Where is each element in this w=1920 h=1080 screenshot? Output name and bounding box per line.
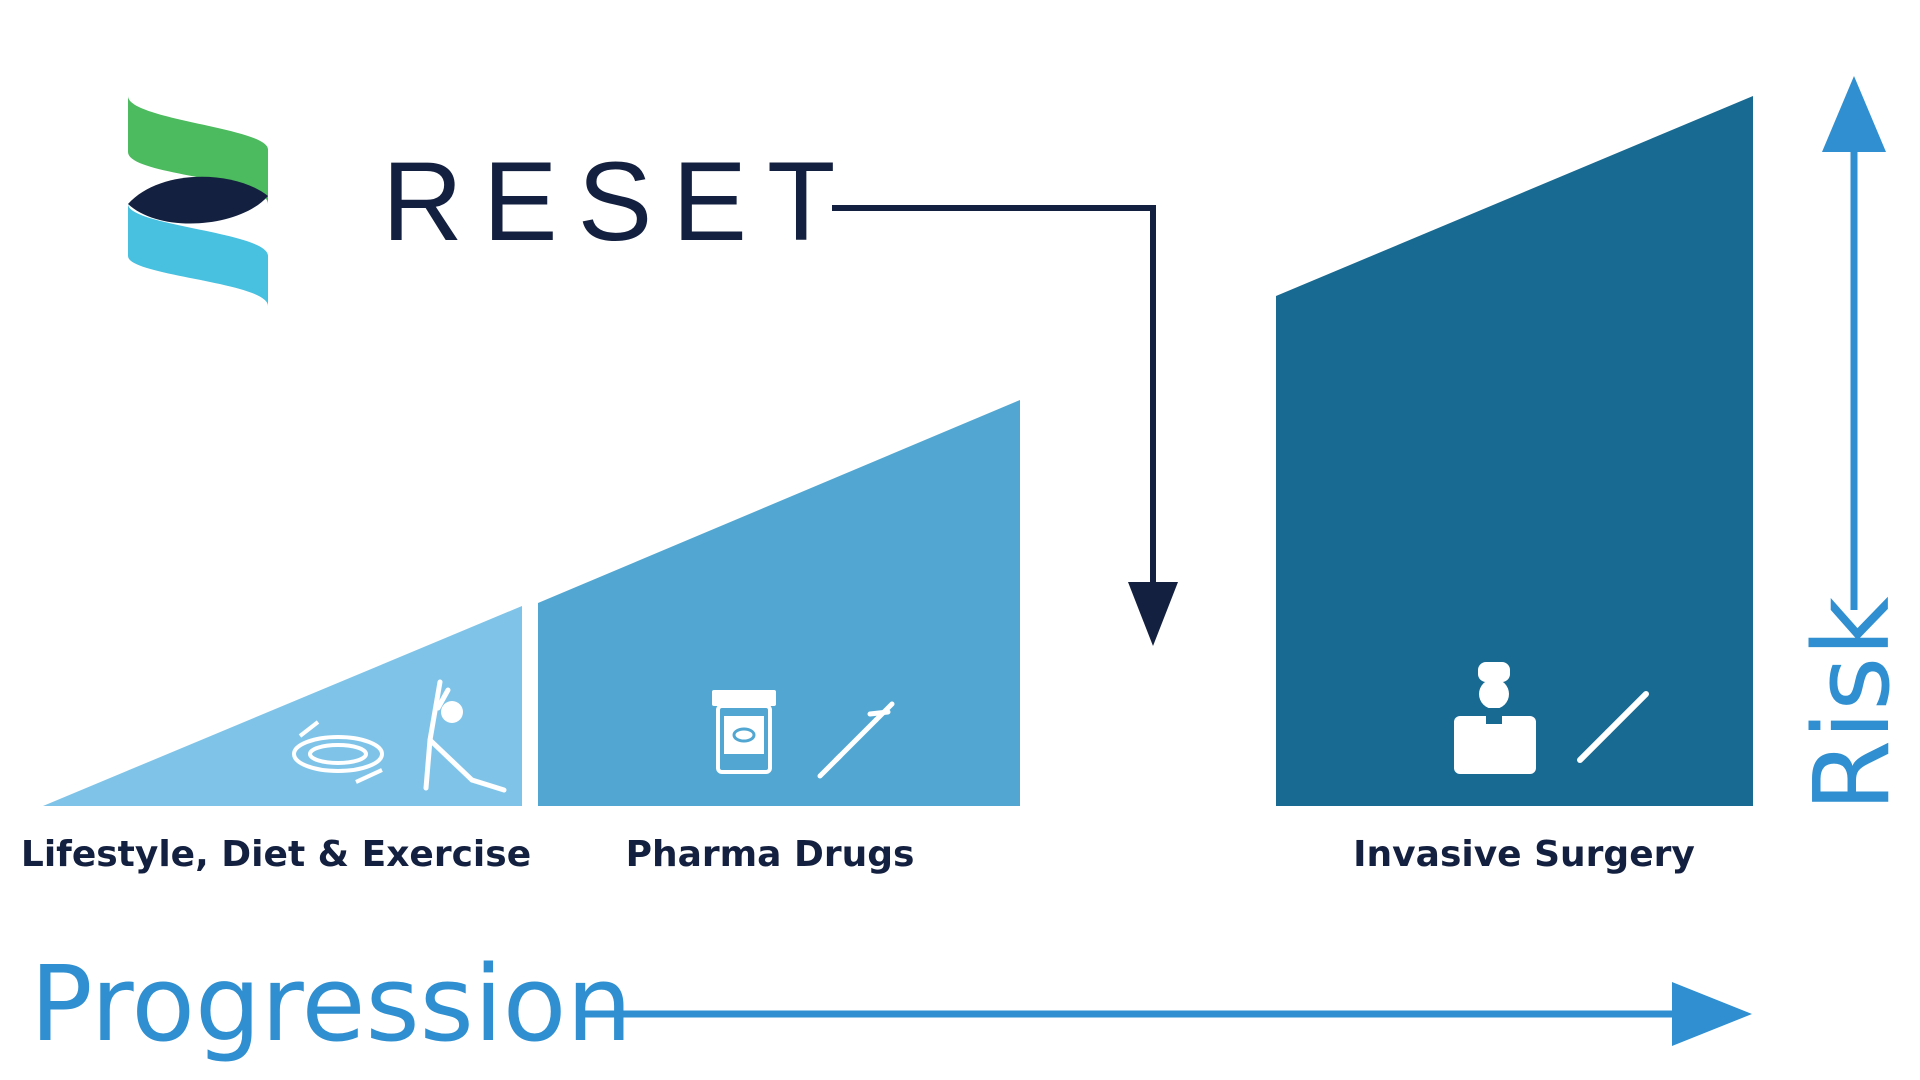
surgeon-icon [1454,662,1536,774]
exercise-figure-icon [423,679,507,793]
logo-top-band [128,96,269,204]
reset-arrow-line [832,205,1156,592]
logo-middle-band [128,176,268,224]
reset-arrow [832,205,1178,646]
stage-label-pharma: Pharma Drugs [626,834,915,875]
plate-icon [292,720,384,784]
logo-bottom-band [128,204,268,306]
syringe-icon [817,701,895,779]
stage-lifestyle-shape [43,606,522,806]
risk-arrow-head [1822,76,1886,152]
progression-arrow-head [1672,982,1752,1046]
brand-name: RESET [382,139,855,264]
stage-label-surgery: Invasive Surgery [1353,834,1695,875]
ribbon-s-logo-icon [128,96,269,306]
stage-pharma-shape [538,400,1020,806]
risk-axis-label: Risk [1791,596,1913,812]
progression-arrow [580,982,1752,1046]
progression-axis-label: Progression [30,943,632,1065]
reset-arrow-head [1128,582,1178,646]
risk-arrow [1822,76,1886,610]
stage-label-lifestyle: Lifestyle, Diet & Exercise [21,834,531,875]
pill-bottle-icon [712,690,776,774]
stage-surgery-shape [1276,96,1753,806]
scalpel-icon [1577,691,1649,763]
